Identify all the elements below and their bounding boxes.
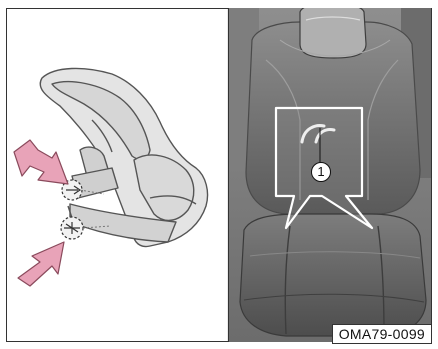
- child-seat-panel: [14, 68, 208, 286]
- seat-cushion: [240, 214, 426, 336]
- figure-code-label: OMA79-0099: [332, 324, 432, 344]
- headrest: [300, 4, 366, 58]
- callout-number-1: 1: [311, 162, 331, 182]
- pink-arrow-icon: [18, 242, 64, 286]
- pink-arrow-icon: [14, 140, 68, 184]
